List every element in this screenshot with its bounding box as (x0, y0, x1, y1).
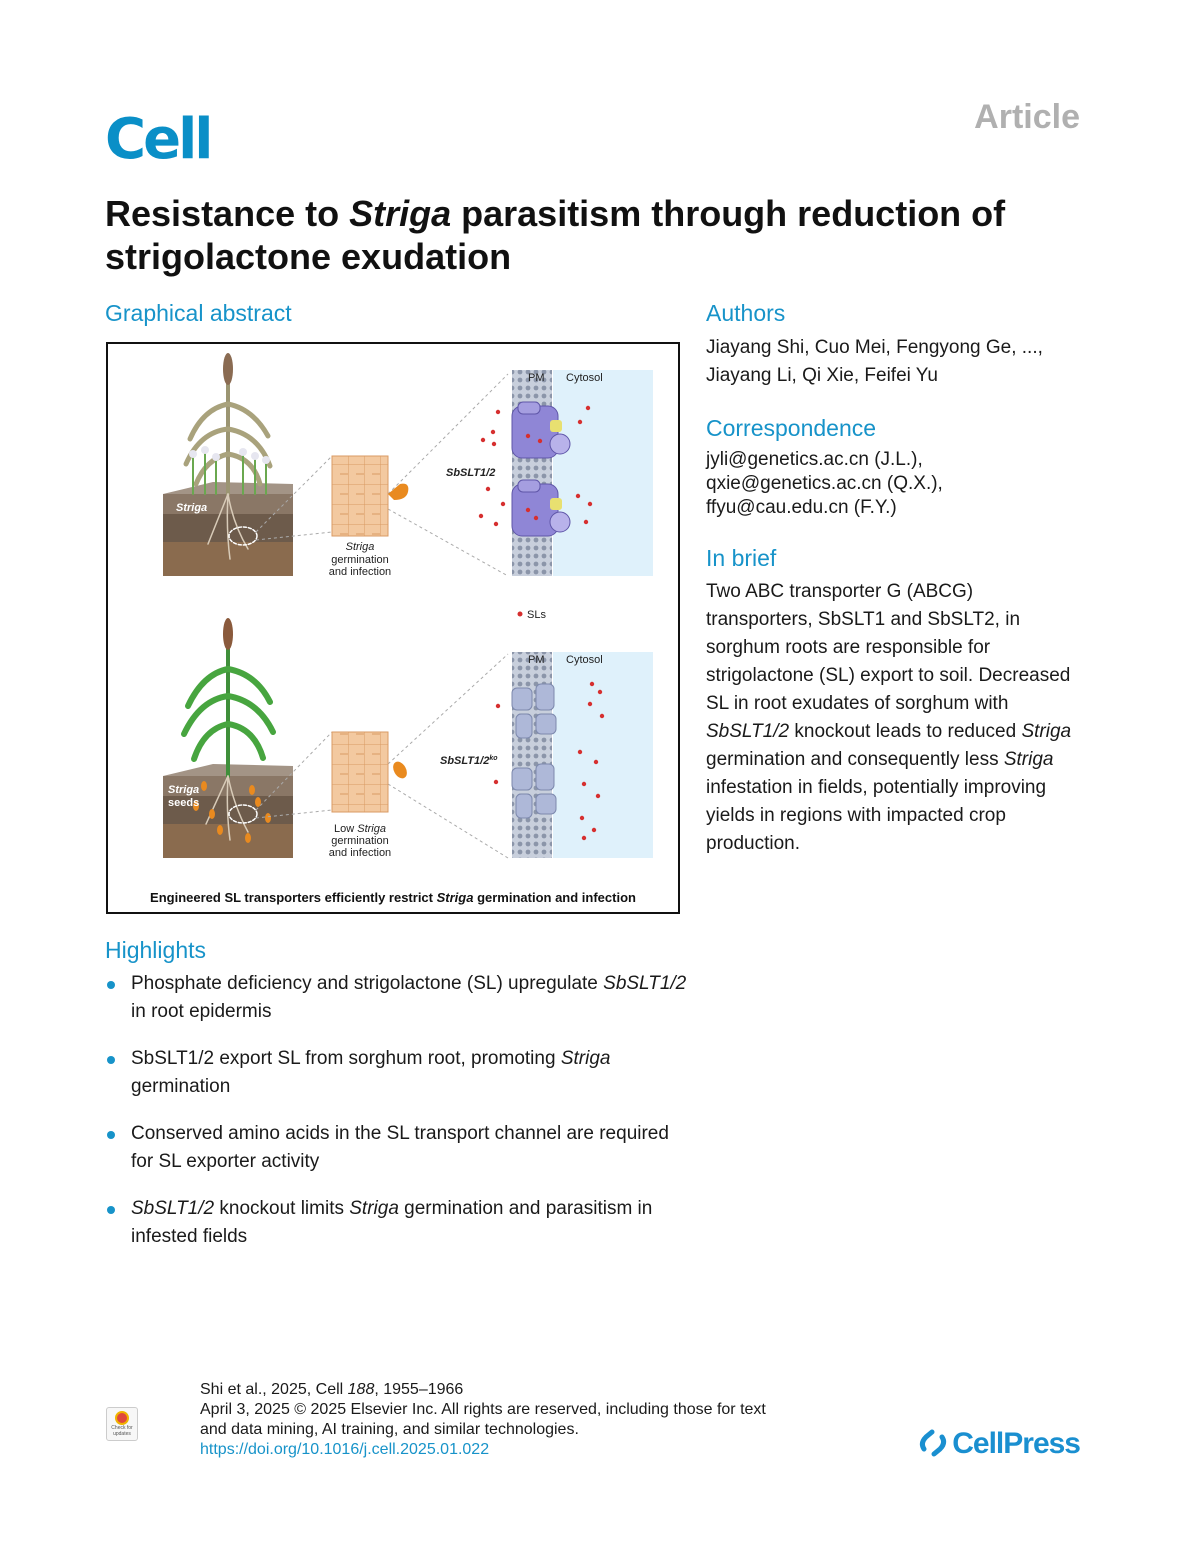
graphical-abstract-figure: Striga Striga germination and infection … (106, 342, 680, 914)
top-transporter-label: SbSLT1/2 (446, 467, 495, 479)
doi-link[interactable]: https://doi.org/10.1016/j.cell.2025.01.0… (200, 1441, 490, 1458)
email-link[interactable]: qxie@genetics.ac.cn (Q.X.), (706, 473, 943, 494)
correspondence-heading: Correspondence (706, 415, 877, 441)
highlight-item: SbSLT1/2 export SL from sorghum root, pr… (105, 1045, 695, 1101)
bullet-icon (107, 1206, 115, 1214)
top-cell-label-italic: Striga (346, 541, 375, 553)
top-pm-label: PM (528, 372, 545, 384)
bottom-cell-label-line3: and infection (329, 847, 391, 859)
bullet-icon (107, 1131, 115, 1139)
highlight-item: Phosphate deficiency and strigolactone (… (105, 970, 695, 1026)
check-updates-icon (115, 1411, 129, 1425)
in-brief-heading: In brief (706, 545, 777, 571)
graphical-abstract-heading: Graphical abstract (105, 300, 292, 326)
check-for-updates-button[interactable]: Check for updates (106, 1407, 138, 1441)
bullet-icon (107, 981, 115, 989)
authors-heading: Authors (706, 300, 786, 326)
infested-sorghum-plant (183, 353, 273, 560)
top-cell-label-line2: germination (331, 554, 388, 566)
bottom-soil-label-2: seeds (168, 797, 199, 809)
bottom-pm-label: PM (528, 654, 545, 666)
top-cell-label-line3: and infection (329, 566, 391, 578)
cellpress-mark-icon (920, 1429, 947, 1457)
bottom-ungerminated-striga-seed (393, 761, 407, 779)
bottom-root-cells (331, 731, 389, 813)
top-transporter-1 (511, 401, 571, 459)
top-transporter-2 (511, 479, 571, 537)
top-sl-dots (478, 405, 593, 527)
bottom-cell-label: Low Striga (334, 823, 386, 835)
healthy-sorghum-plant (181, 618, 276, 843)
bottom-soil-label-1: Striga (168, 784, 199, 796)
article-type-label: Article (974, 98, 1080, 136)
bottom-transporter-label: SbSLT1/2ko (440, 755, 498, 767)
top-plasma-membrane (512, 370, 552, 576)
bottom-cytosol-region (553, 652, 653, 858)
bottom-knockout-transporter-2 (511, 763, 557, 819)
graphical-abstract-illustration: Striga Striga germination and infection … (150, 353, 653, 905)
highlight-item: SbSLT1/2 knockout limits Striga germinat… (105, 1195, 695, 1251)
article-title: Resistance to Striga parasitism through … (105, 193, 1006, 277)
sl-legend-dot (517, 611, 523, 617)
top-root-cells (331, 455, 389, 537)
highlights-heading: Highlights (105, 937, 206, 963)
bottom-cytosol-label: Cytosol (566, 654, 603, 666)
top-germinating-striga (388, 483, 409, 500)
bottom-cell-label-line2: germination (331, 835, 388, 847)
highlight-item: Conserved amino acids in the SL transpor… (105, 1120, 695, 1176)
bullet-icon (107, 1056, 115, 1064)
highlights-list: Phosphate deficiency and strigolactone (… (105, 970, 695, 1270)
bottom-plasma-membrane (512, 652, 552, 858)
journal-logo: Cell (105, 107, 213, 172)
email-link[interactable]: jyli@genetics.ac.cn (J.L.), (706, 449, 923, 470)
top-cytosol-label: Cytosol (566, 372, 603, 384)
sl-legend-label: SLs (527, 609, 546, 621)
email-link[interactable]: ffyu@cau.edu.cn (F.Y.) (706, 497, 897, 518)
cellpress-logo: CellPress (918, 1427, 1081, 1461)
top-cytosol-region (553, 370, 653, 576)
bottom-sl-dots (493, 681, 605, 841)
correspondence-emails: jyli@genetics.ac.cn (J.L.), qxie@genetic… (706, 448, 943, 520)
bottom-knockout-transporter-1 (511, 683, 557, 739)
authors-list: Jiayang Shi, Cuo Mei, Fengyong Ge, ..., … (706, 337, 1043, 386)
citation-block: Shi et al., 2025, Cell 188, 1955–1966 Ap… (200, 1380, 840, 1460)
graphical-abstract-caption: Engineered SL transporters efficiently r… (150, 890, 636, 905)
in-brief-text: Two ABC transporter G (ABCG) transporter… (706, 581, 1072, 854)
top-soil-label: Striga (176, 502, 207, 514)
